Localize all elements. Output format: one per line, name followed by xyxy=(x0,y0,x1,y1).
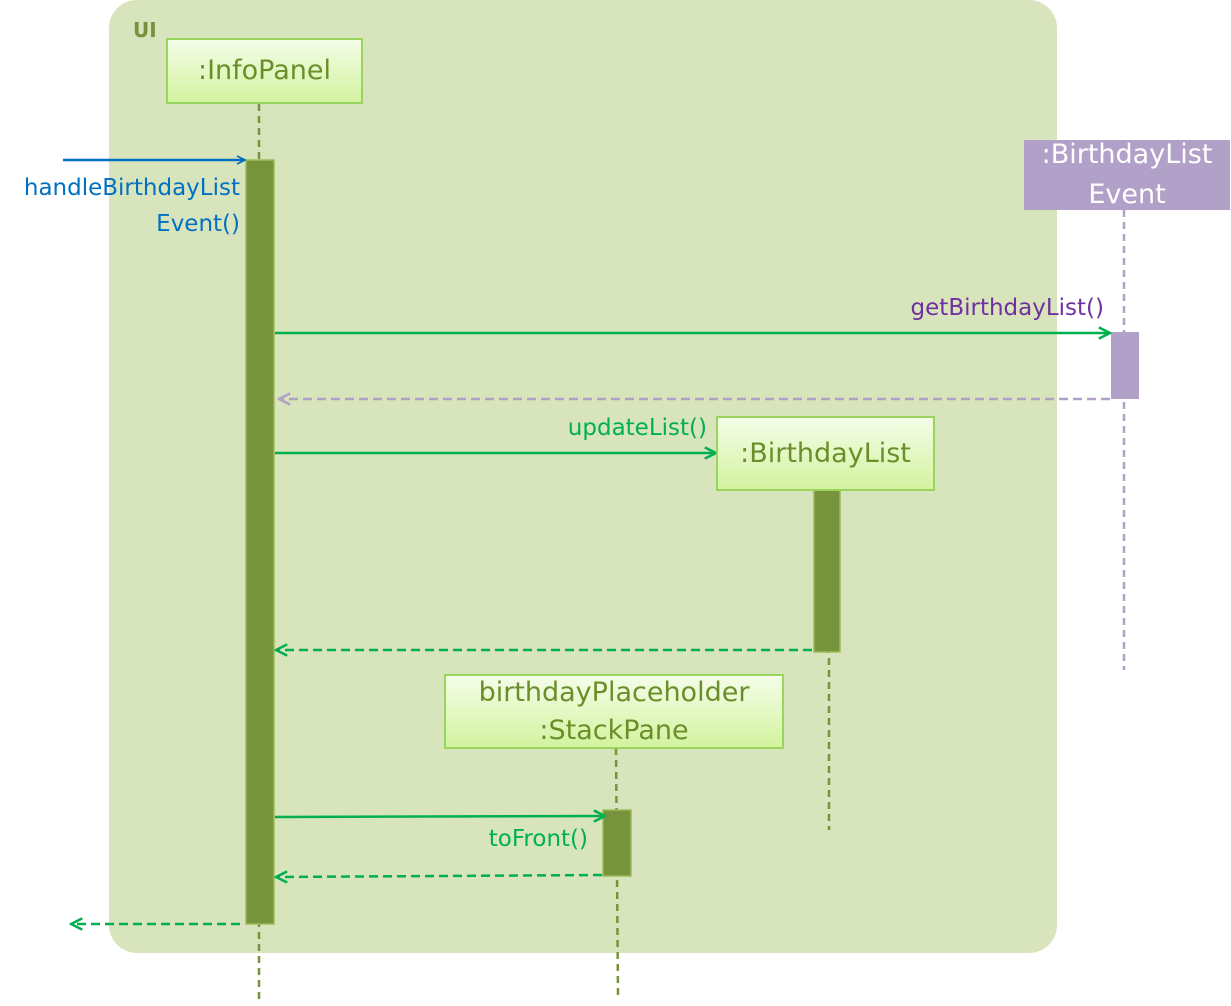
return-to-front xyxy=(276,875,603,877)
participant-birthday-placeholder-label: birthdayPlaceholder :StackPane xyxy=(478,676,750,746)
message-to-front-label: toFront() xyxy=(488,826,588,852)
participant-birthday-list-event: :BirthdayList Event xyxy=(1024,139,1230,210)
activation-birthday-list-event xyxy=(1111,332,1139,399)
participant-info-panel: :InfoPanel xyxy=(166,38,363,104)
activation-info-panel xyxy=(245,159,275,925)
message-update-list-label: updateList() xyxy=(567,415,707,441)
participant-birthday-list-label: :BirthdayList xyxy=(740,437,911,469)
activation-birthday-placeholder xyxy=(602,809,632,877)
participant-info-panel-label: :InfoPanel xyxy=(197,55,332,86)
activation-birthday-list xyxy=(813,489,841,653)
participant-birthday-placeholder: birthdayPlaceholder :StackPane xyxy=(444,674,784,749)
participant-birthday-list-event-label: :BirthdayList Event xyxy=(1041,139,1213,210)
message-handle-event-label: handleBirthdayList Event() xyxy=(23,175,240,237)
message-get-birthday-list-label: getBirthdayList() xyxy=(910,295,1104,321)
participant-birthday-list: :BirthdayList xyxy=(716,416,935,491)
arrow-to-front xyxy=(274,816,605,817)
frame-label: UI xyxy=(133,18,157,42)
